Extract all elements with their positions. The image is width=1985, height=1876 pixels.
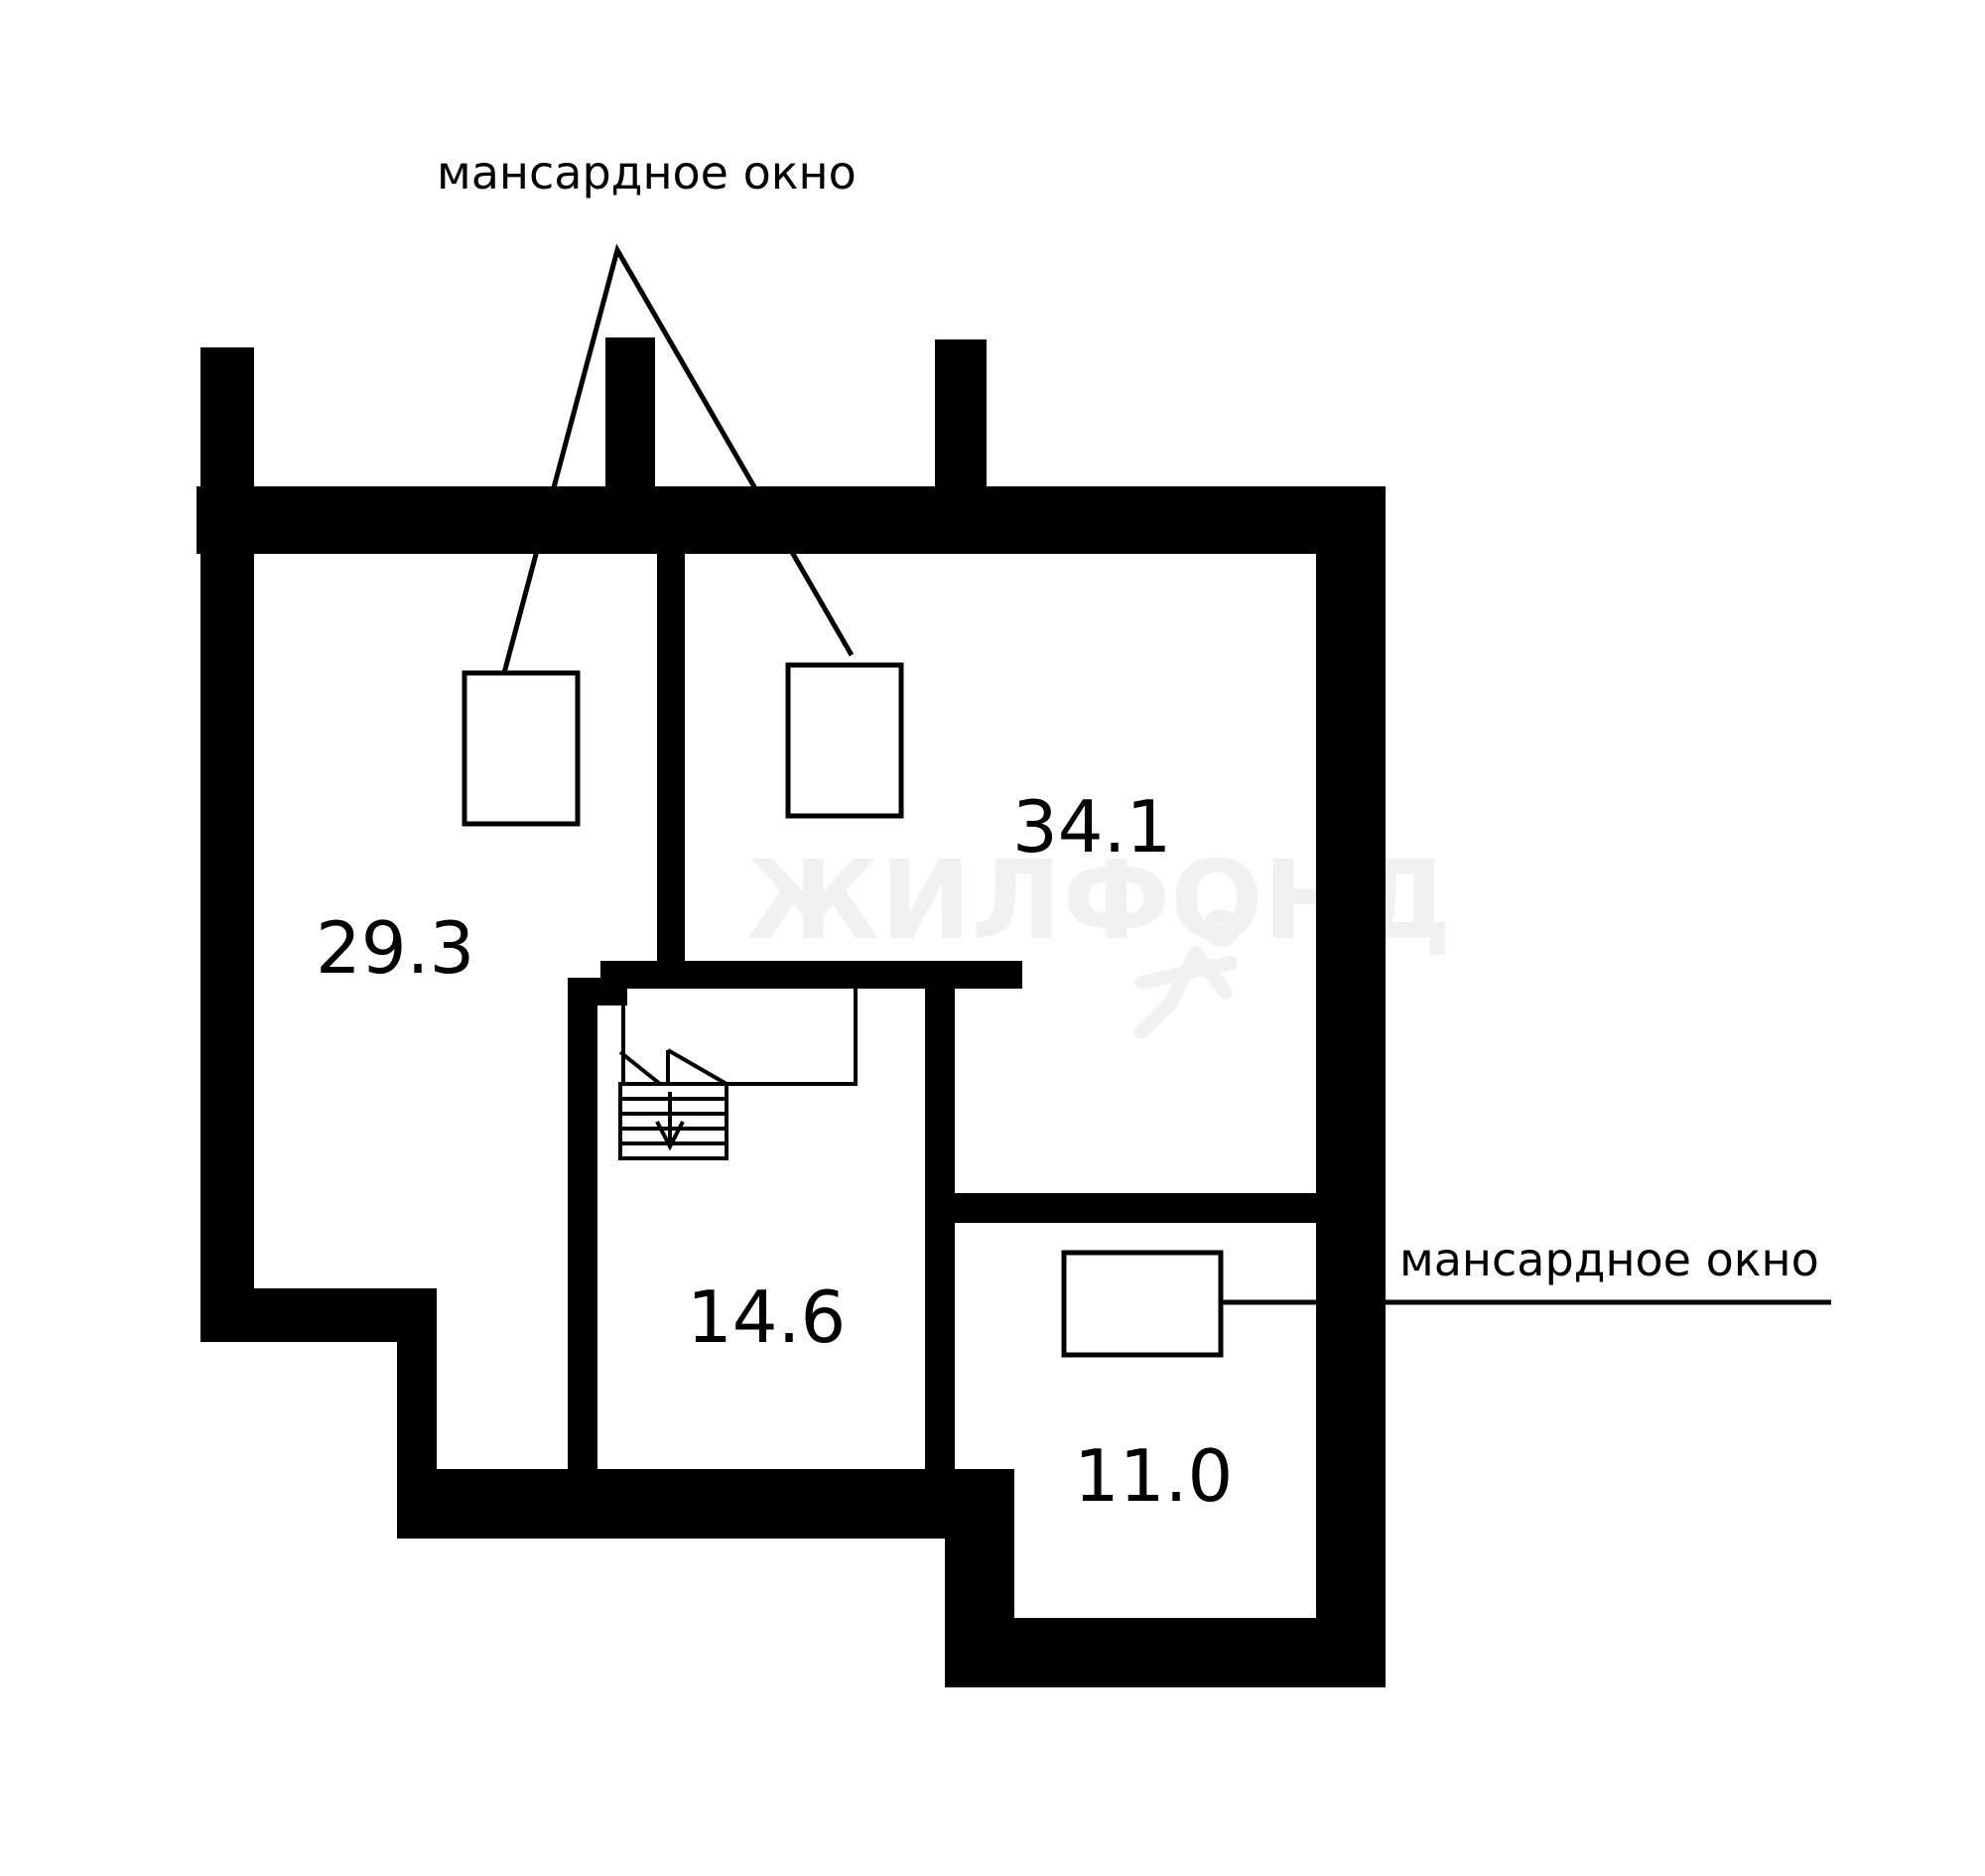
roof-post-right <box>935 339 987 491</box>
right-wall <box>1316 486 1386 1687</box>
roof-post-middle <box>605 337 655 491</box>
partition-stair-right <box>925 978 955 1474</box>
stair-arrow-icon <box>655 1092 685 1151</box>
leader-lines <box>501 243 1831 1305</box>
room-area-bottom-right: 11.0 <box>1074 1434 1233 1518</box>
left-wall <box>200 347 254 1342</box>
staircase <box>618 989 858 1160</box>
skylight-right <box>1061 1250 1224 1358</box>
skylight-left <box>462 670 581 827</box>
interior-walls <box>568 551 1322 1474</box>
partition-horizontal-right <box>925 1193 1322 1223</box>
partition-stair-top <box>600 961 1022 989</box>
stair-landing <box>621 989 858 1086</box>
right-window-label: мансардное окно <box>1399 1233 1819 1286</box>
watermark-figure-icon <box>1134 909 1240 1039</box>
top-wall <box>197 486 1386 554</box>
top-window-label: мансардное окно <box>437 146 857 200</box>
partition-vertical-top <box>657 551 685 968</box>
roof-post-left <box>200 347 252 491</box>
exterior-walls <box>197 337 1386 1687</box>
bottom-wall-right <box>945 1618 1386 1687</box>
bottom-wall-left <box>397 1469 1014 1539</box>
partition-stair-corner <box>568 978 627 1005</box>
stair-flight <box>618 1082 728 1160</box>
room-area-stair: 14.6 <box>687 1275 846 1359</box>
skylight-middle <box>785 662 904 819</box>
room-area-left: 29.3 <box>316 906 474 990</box>
left-bottom-wall <box>200 1288 435 1342</box>
top-label-leader <box>501 243 855 674</box>
partition-stair-left <box>568 978 597 1474</box>
room-area-top-right: 34.1 <box>1012 785 1171 869</box>
